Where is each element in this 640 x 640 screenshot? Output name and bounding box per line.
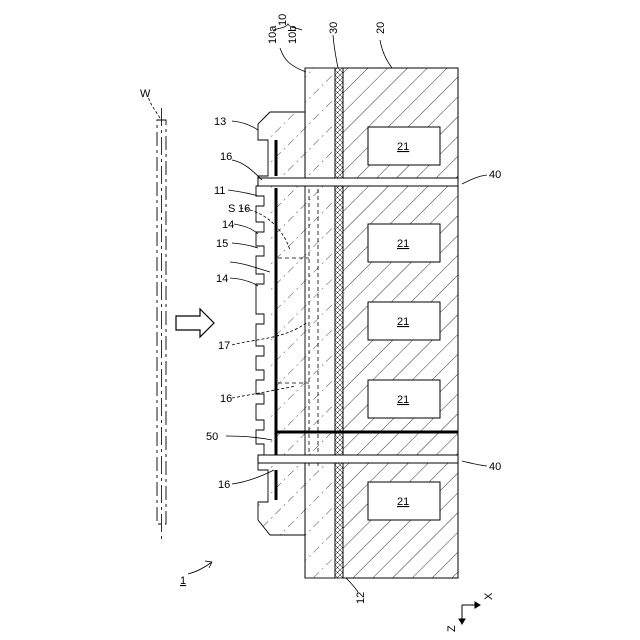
label-15: 15 — [216, 238, 228, 250]
label-10a: 10a — [267, 25, 279, 44]
label-14-upper: 14 — [222, 219, 234, 231]
label-20: 20 — [375, 22, 387, 34]
label-16-bottom: 16 — [218, 479, 230, 491]
label-13: 13 — [214, 116, 226, 128]
label-16-mid: 16 — [220, 393, 232, 405]
label-21-a: 21 — [397, 141, 409, 153]
label-50: 50 — [206, 431, 218, 443]
label-17: 17 — [218, 340, 230, 352]
approach-arrow — [176, 309, 214, 337]
label-14-lower: 14 — [216, 273, 228, 285]
label-21-e: 21 — [397, 496, 409, 508]
label-1: 1 — [180, 575, 186, 587]
label-40-top: 40 — [489, 169, 501, 181]
wafer-w — [148, 96, 166, 540]
label-12: 12 — [355, 592, 367, 604]
label-30: 30 — [328, 22, 340, 34]
axis-x-label: X — [483, 592, 495, 600]
convex-teeth — [256, 186, 270, 456]
label-21-b: 21 — [397, 238, 409, 250]
label-s: S — [228, 203, 235, 215]
label-16-top: 16 — [220, 151, 232, 163]
label-10: 10 — [277, 14, 289, 26]
label-16-s: 16 — [238, 203, 250, 215]
label-40-bottom: 40 — [489, 461, 501, 473]
label-21-c: 21 — [397, 316, 409, 328]
label-21-d: 21 — [397, 394, 409, 406]
label-11: 11 — [214, 185, 225, 197]
bond-layer-30 — [335, 68, 343, 578]
axis-indicator — [459, 602, 480, 624]
label-w: W — [140, 88, 151, 100]
axis-z-label: Z — [446, 625, 458, 632]
